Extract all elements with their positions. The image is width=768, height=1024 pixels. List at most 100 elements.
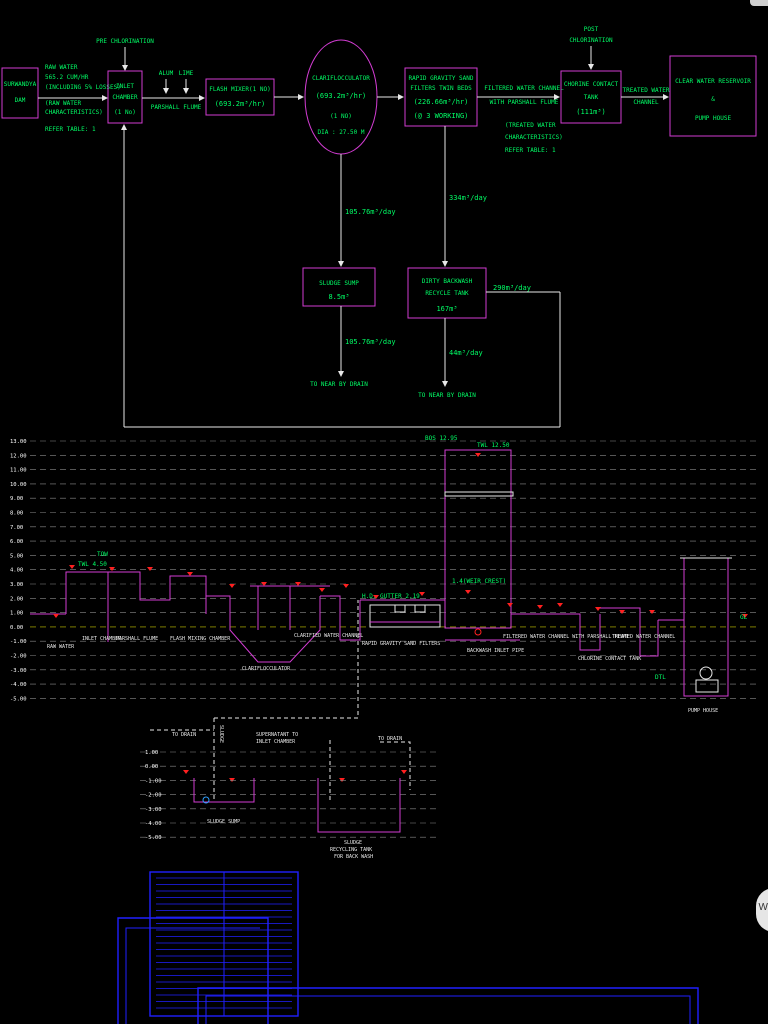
sludge-sump-structure bbox=[193, 778, 255, 803]
res-3: PUMP HOUSE bbox=[695, 115, 732, 122]
label-recycle-2: RECYCLING TANK bbox=[330, 847, 372, 853]
flash-2: (693.2m³/hr) bbox=[215, 100, 266, 108]
inlet-2: CHAMBER bbox=[112, 94, 138, 101]
alum-label: ALUM bbox=[159, 70, 174, 77]
profile-level-label: 3.00 bbox=[10, 582, 23, 588]
sludge-level-marker bbox=[183, 770, 189, 774]
sludge-level-label: -3.00 bbox=[145, 807, 162, 813]
sludge-level-lines: 1.000.00-1.00-2.00-3.00-4.00-5.00 bbox=[140, 750, 440, 841]
water-level-marker bbox=[537, 605, 543, 609]
label-to-drain-left: TO DRAIN bbox=[172, 732, 196, 738]
profile-level-label: 12.00 bbox=[10, 453, 27, 459]
label-parshall: PARSHALL FLUME bbox=[116, 636, 158, 642]
profile-level-label: 2.00 bbox=[10, 596, 23, 602]
water-level-marker bbox=[109, 567, 115, 571]
dam-label-1: SURWANDYA bbox=[4, 81, 37, 88]
profile-level-label: 7.00 bbox=[10, 525, 23, 531]
post-chl-2: CHLORINATION bbox=[569, 37, 613, 44]
water-level-marker bbox=[507, 603, 513, 607]
stair-lines bbox=[156, 872, 292, 1016]
label-dtl: DTL bbox=[655, 674, 666, 681]
treated-char-2: CHARACTERISTICS) bbox=[505, 134, 563, 141]
filter-tower bbox=[444, 449, 512, 629]
label-chlorine: CHLORINE CONTACT TANK bbox=[578, 656, 641, 662]
scrollbar-thumb[interactable] bbox=[750, 0, 768, 6]
water-level-marker bbox=[619, 610, 625, 614]
sludge-sump-box[interactable] bbox=[302, 267, 376, 307]
recycle-tank-structure bbox=[317, 778, 401, 833]
side-panel-handle[interactable] bbox=[756, 888, 768, 932]
gutter-shape bbox=[394, 604, 426, 613]
water-level-marker bbox=[595, 607, 601, 611]
to-drain-1: TO NEAR BY DRAIN bbox=[310, 381, 368, 388]
label-twl-inlet: TWL 4.50 bbox=[78, 561, 107, 568]
inlet-1: INLET bbox=[116, 83, 134, 90]
dirty-3: 167m³ bbox=[436, 305, 457, 313]
sludge-level-label: -2.00 bbox=[145, 793, 162, 799]
label-filtered: FILTERED WATER CHANNEL WITH PARSHALL FLU… bbox=[503, 634, 629, 640]
pre-chlorination-label: PRE CHLORINATION bbox=[96, 38, 154, 45]
sludge-pump-icon bbox=[202, 796, 210, 804]
water-level-marker bbox=[319, 588, 325, 592]
dam-box[interactable] bbox=[1, 67, 39, 119]
flume-structure bbox=[108, 571, 207, 614]
water-level-marker bbox=[229, 584, 235, 588]
water-level-marker bbox=[295, 582, 301, 586]
rgf-3: (226.66m³/hr) bbox=[414, 98, 469, 106]
sludge-level-label: -5.00 bbox=[145, 835, 162, 841]
profile-level-label: 4.00 bbox=[10, 568, 23, 574]
flow-sludge-drain: 105.76m³/day bbox=[345, 338, 396, 346]
rgf-2: FILTERS TWIN BEDS bbox=[410, 85, 472, 92]
water-level-marker bbox=[649, 610, 655, 614]
profile-level-label: 9.00 bbox=[10, 496, 23, 502]
profile-level-label: 0.00 bbox=[10, 625, 23, 631]
wing-outline bbox=[197, 987, 699, 1024]
chlorine-tank-structure bbox=[600, 607, 659, 657]
label-bos: BOS 12.95 bbox=[425, 435, 458, 442]
flow-recycle: 290m³/day bbox=[493, 284, 531, 292]
filtered-1: FILTERED WATER CHANNEL bbox=[484, 85, 564, 92]
label-raw-water: RAW WATER bbox=[47, 644, 75, 650]
chl-3: (111m³) bbox=[576, 108, 606, 116]
raw-water-1: RAW WATER bbox=[45, 64, 78, 71]
raw-water-2: 565.2 CUM/HR bbox=[45, 74, 89, 81]
dirty-1: DIRTY BACKWASH bbox=[422, 278, 473, 285]
label-to-drain-right: TO DRAIN bbox=[378, 736, 402, 742]
dirty-backwash-box[interactable] bbox=[407, 267, 487, 319]
sludge-level-label: -1.00 bbox=[145, 778, 162, 784]
sludge-profile: 1.000.00-1.00-2.00-3.00-4.00-5.00 TO DRA… bbox=[140, 600, 440, 860]
label-flash: FLASH MIXING CHAMBER bbox=[170, 636, 231, 642]
building-outline bbox=[117, 917, 269, 1024]
parshall-flume-label: PARSHALL FLUME bbox=[151, 104, 202, 111]
wing-inner bbox=[205, 995, 691, 1024]
clariflocculator-structure bbox=[206, 595, 321, 663]
dirty-2: RECYCLE TANK bbox=[425, 290, 469, 297]
sludge-level-label: 0.00 bbox=[145, 764, 158, 770]
label-clari: CLARIFLOCCULATOR bbox=[242, 666, 291, 672]
inlet-chamber-box[interactable] bbox=[107, 70, 143, 124]
reservoir-box[interactable] bbox=[669, 55, 757, 137]
water-level-marker bbox=[742, 614, 748, 618]
label-pump-house: PUMP HOUSE bbox=[688, 708, 718, 714]
label-recycle-1: SLUDGE bbox=[344, 840, 362, 846]
label-supernatant-1: SUPERNATANT TO bbox=[256, 732, 298, 738]
sludge-pipe-3 bbox=[214, 600, 359, 719]
inlet-chamber-structure bbox=[65, 571, 109, 642]
flow-diagram: SURWANDYA DAM RAW WATER 565.2 CUM/HR (IN… bbox=[1, 26, 757, 428]
clari-3: (1 NO) bbox=[330, 113, 352, 120]
profile-level-label: 1.00 bbox=[10, 611, 23, 617]
water-level-marker bbox=[187, 572, 193, 576]
label-gl: GL bbox=[740, 614, 748, 621]
flow-backwash: 334m³/day bbox=[449, 194, 487, 202]
sludge-level-marker bbox=[229, 778, 235, 782]
sump-1: SLUDGE SUMP bbox=[319, 280, 359, 287]
raw-water-6: REFER TABLE: 1 bbox=[45, 126, 96, 133]
post-chl-1: POST bbox=[584, 26, 599, 33]
raw-water-4: (RAW WATER bbox=[45, 100, 82, 107]
label-inlet-chamber: INLET CHAMBER bbox=[82, 636, 122, 642]
profile-level-label: 10.00 bbox=[10, 482, 27, 488]
flash-mixer-box[interactable] bbox=[205, 78, 275, 116]
profile-level-label: 5.00 bbox=[10, 553, 23, 559]
label-gutter: H.D. GUTTER 2.19 bbox=[362, 593, 420, 600]
water-level-marker bbox=[465, 590, 471, 594]
